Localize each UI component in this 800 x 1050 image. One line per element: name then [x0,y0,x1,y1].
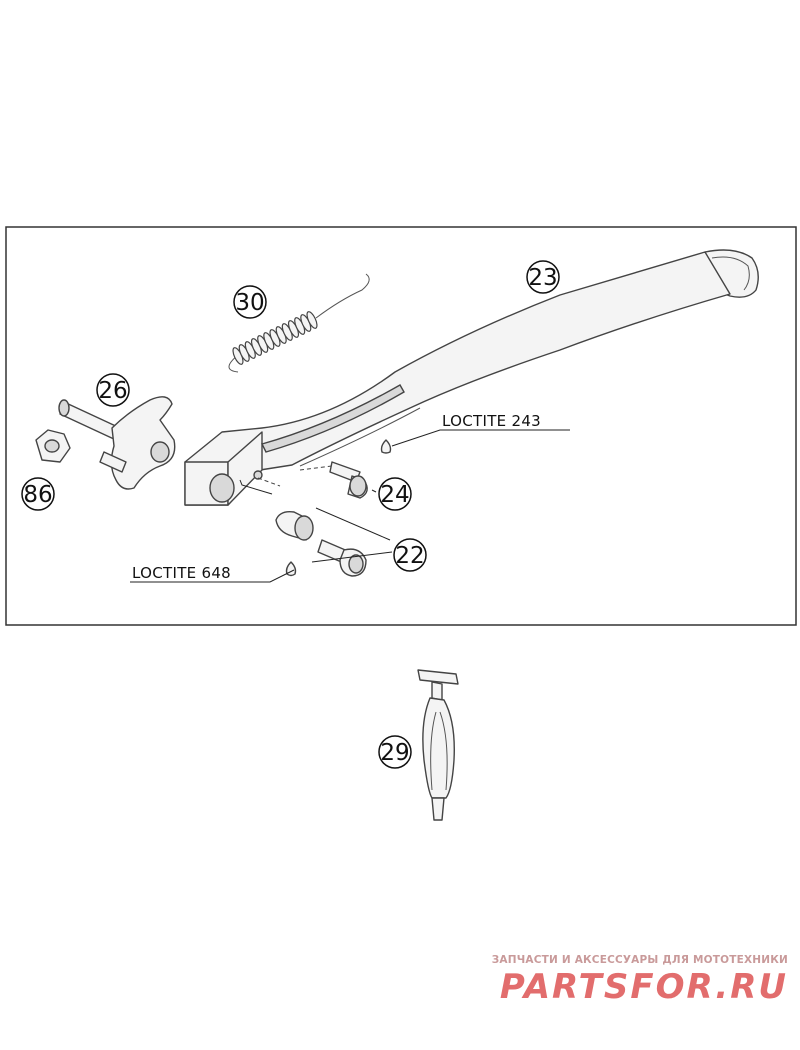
watermark: ЗАПЧАСТИ И АКСЕССУАРЫ ДЛЯ МОТОТЕХНИКИ PA… [478,954,788,1006]
callout-29: 29 [378,735,412,769]
part-29-switch [417,669,459,821]
part-24-screw [329,461,368,499]
callout-26: 26 [96,373,130,407]
part-23-side-stand [184,249,759,506]
part-30-spring [228,273,370,373]
callout-24: 24 [378,477,412,511]
svg-text:26: 26 [98,378,127,404]
callout-23: 23 [526,260,560,294]
part-26-pivot-bolt [58,396,176,490]
assembly-frame [5,226,797,626]
watermark-logo: PARTSFOR.RU [499,967,788,1007]
note-loctite-648: LOCTITE 648 [132,564,231,582]
svg-text:22: 22 [395,543,424,569]
svg-text:24: 24 [380,482,409,508]
svg-text:30: 30 [235,290,264,316]
loctite-drop-icon [380,439,392,454]
watermark-caption: ЗАПЧАСТИ И АКСЕССУАРЫ ДЛЯ МОТОТЕХНИКИ [491,954,788,966]
spring-coil [306,311,318,329]
callout-22: 22 [393,538,427,572]
svg-text:29: 29 [380,740,409,766]
svg-text:23: 23 [528,265,557,291]
note-loctite-243: LOCTITE 243 [442,412,541,430]
callout-86: 86 [21,477,55,511]
svg-text:86: 86 [23,482,52,508]
callout-30: 30 [233,285,267,319]
part-86-nut [35,429,71,463]
